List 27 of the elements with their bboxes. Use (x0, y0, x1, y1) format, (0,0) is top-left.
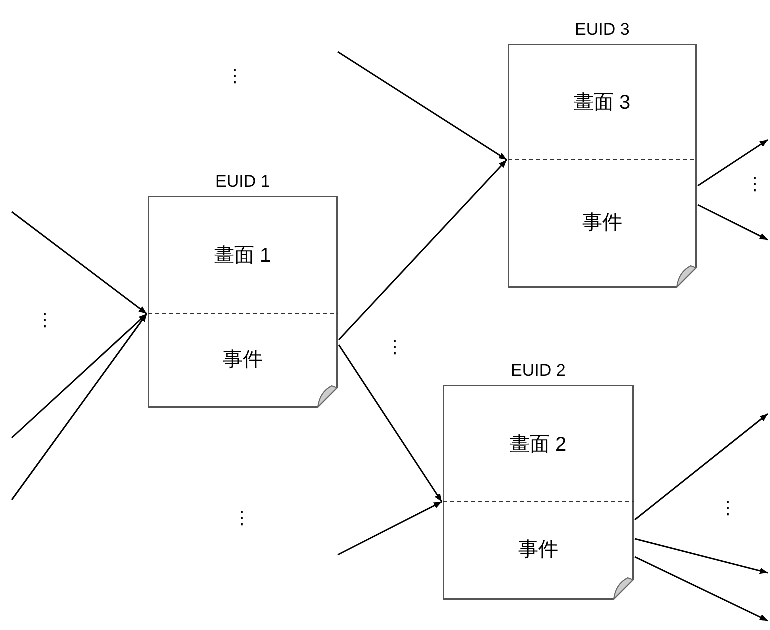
arrow (11, 314, 148, 500)
arrow (698, 204, 768, 241)
screen-label: 畫面 3 (574, 91, 631, 116)
event-label: 事件 (223, 348, 263, 373)
screen-label: 畫面 2 (510, 432, 567, 458)
arrow (634, 413, 768, 521)
arrow (634, 556, 768, 622)
heading: EUID 2 (511, 361, 566, 381)
event-label: 事件 (518, 538, 558, 563)
ellipsis-mark: ⋮ (746, 174, 764, 194)
arrow (338, 501, 442, 556)
heading: EUID 3 (575, 20, 630, 40)
event-label: 事件 (582, 211, 622, 236)
arrow (338, 344, 443, 502)
arrow (698, 139, 768, 187)
arrow (634, 538, 768, 574)
ellipsis-mark: ⋮ (36, 310, 54, 330)
arrow (338, 51, 508, 161)
arrow (12, 211, 148, 315)
ellipsis-mark: ⋮ (233, 508, 251, 528)
heading: EUID 1 (216, 172, 270, 192)
arrow (12, 313, 148, 439)
ellipsis-mark: ⋮ (226, 66, 244, 86)
ellipsis-mark: ⋮ (386, 337, 404, 357)
screen-label: 畫面 1 (214, 244, 272, 269)
ellipsis-mark: ⋮ (719, 498, 737, 518)
arrow (338, 159, 508, 341)
